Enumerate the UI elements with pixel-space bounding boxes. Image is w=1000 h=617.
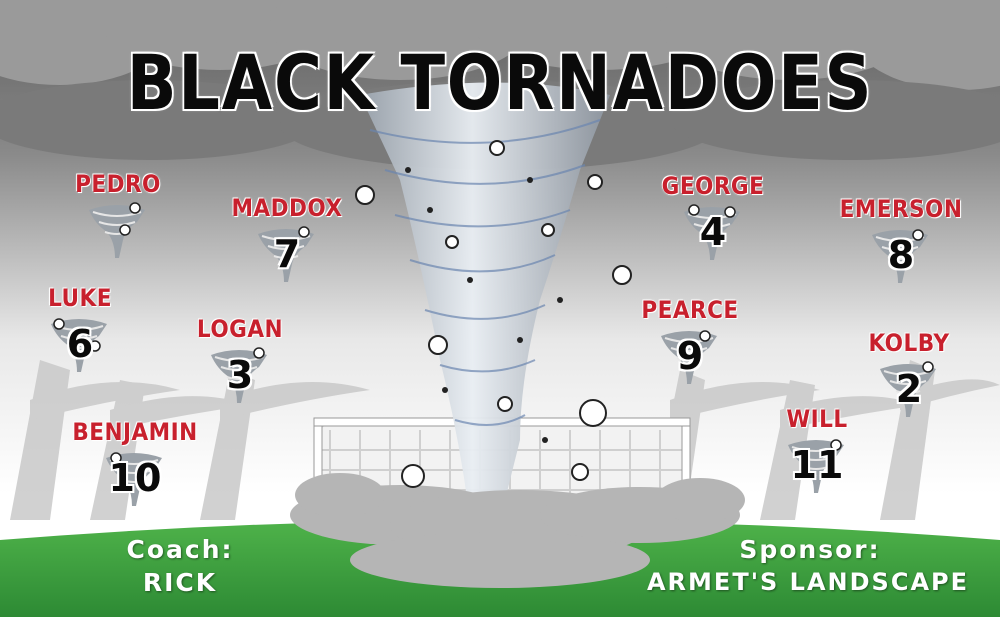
player-name: PEDRO [75,170,161,198]
player-name: LOGAN [196,315,284,343]
player-pedro: PEDRO [43,170,193,262]
sponsor-name: ARMET'S LANDSCAPE [646,568,970,596]
tornado-icon: 8 [826,225,976,287]
sponsor-label: Sponsor: [739,535,881,564]
player-number: 11 [790,443,844,487]
team-title: BLACK TORNADOES [126,38,874,127]
tornado-icon: 3 [165,345,315,407]
player-name: GEORGE [661,172,765,200]
player-pearce: PEARCE 9 [615,296,765,388]
player-number: 6 [66,322,94,366]
player-luke: LUKE 6 [5,284,155,376]
player-number: 9 [676,334,704,378]
player-number: 4 [699,210,727,254]
player-benjamin: BENJAMIN 10 [60,418,210,510]
coach-name: RICK [142,568,218,597]
player-logan: LOGAN 3 [165,315,315,407]
tornado-icon: 11 [742,435,892,497]
player-number: 7 [273,232,301,276]
tornado-icon: 4 [638,202,788,264]
player-name: MADDOX [231,194,343,222]
tornado-icon: 10 [60,448,210,510]
player-number: 10 [108,456,162,500]
player-number: 3 [226,353,254,397]
player-george: GEORGE 4 [638,172,788,264]
player-name: BENJAMIN [72,418,198,446]
player-name: KOLBY [868,329,950,357]
player-name: EMERSON [839,195,963,223]
player-name: LUKE [48,284,112,312]
player-emerson: EMERSON 8 [826,195,976,287]
tornado-icon: 7 [212,224,362,286]
tornado-icon: 2 [834,359,984,421]
player-number: 2 [895,367,923,411]
tornado-icon: 9 [615,326,765,388]
coach-label: Coach: [126,535,234,564]
tornado-icon [43,200,193,262]
player-name: PEARCE [641,296,739,324]
player-number: 8 [887,233,915,277]
player-will: WILL 11 [742,405,892,497]
player-kolby: KOLBY 2 [834,329,984,421]
tornado-icon: 6 [5,314,155,376]
player-name: WILL [786,405,848,433]
player-maddox: MADDOX 7 [212,194,362,286]
